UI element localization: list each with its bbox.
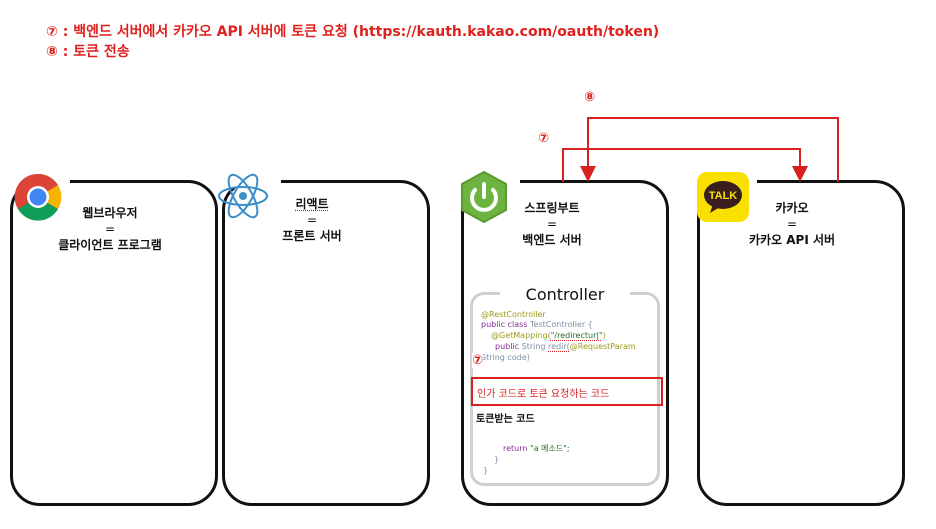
- code-param-line: String code): [481, 353, 530, 362]
- react-card: [222, 180, 430, 506]
- spring-eq: =: [546, 217, 558, 231]
- kakao-title: 카카오: [775, 201, 809, 215]
- token-request-text: 인가 코드로 토큰 요청하는 코드: [477, 389, 610, 400]
- browser-subtitle: 클라이언트 프로그램: [58, 238, 162, 252]
- spring-subtitle: 백엔드 서버: [522, 233, 582, 247]
- step8-marker: ⑧: [584, 90, 596, 105]
- kakao-subtitle: 카카오 API 서버: [748, 233, 836, 247]
- kakao-talk-icon: TALK: [697, 172, 749, 226]
- token-receive-text: 토큰받는 코드: [476, 414, 535, 425]
- browser-title: 웹브라우저: [82, 206, 138, 220]
- chrome-icon: [13, 172, 63, 226]
- svg-text:TALK: TALK: [709, 190, 738, 202]
- react-label: 리액트 = 프론트 서버: [242, 196, 382, 244]
- spring-power-icon: [457, 170, 511, 228]
- kakao-eq: =: [786, 217, 798, 231]
- code-mapping-line: @GetMapping("/redirectur|"): [491, 331, 606, 340]
- browser-card: [10, 180, 218, 506]
- code-close-1: }: [494, 455, 500, 464]
- arrow-step-8: [580, 117, 839, 182]
- kakao-label: 카카오 = 카카오 API 서버: [722, 200, 862, 248]
- react-eq: =: [306, 213, 318, 227]
- step7-marker: ⑦: [538, 131, 550, 146]
- controller-title: Controller: [525, 285, 605, 304]
- browser-label: 웹브라우저 = 클라이언트 프로그램: [40, 205, 180, 253]
- react-subtitle: 프론트 서버: [282, 229, 342, 243]
- arrow-step-7: [562, 148, 808, 182]
- token-request-highlight: [471, 377, 663, 406]
- react-icon: [214, 170, 272, 226]
- legend-step-8: ⑧ : 토큰 전송: [46, 44, 130, 60]
- spring-title: 스프링부트: [524, 201, 580, 215]
- code-close-2: }: [483, 466, 489, 475]
- legend: ⑦ : 백엔드 서버에서 카카오 API 서버에 토큰 요청 (https://…: [46, 22, 659, 62]
- spring-label: 스프링부트 = 백엔드 서버: [482, 200, 622, 248]
- code-method-line: public String redir(@RequestParam: [495, 342, 636, 351]
- legend-step-7: ⑦ : 백엔드 서버에서 카카오 API 서버에 토큰 요청 (https://…: [46, 24, 660, 40]
- react-title: 리액트: [295, 197, 329, 211]
- code-annotation: @RestController: [481, 310, 546, 319]
- step7-inner-marker: ⑦: [472, 353, 484, 368]
- code-return-line: return "a 메소드";: [503, 444, 570, 453]
- kakao-card: [697, 180, 905, 506]
- browser-eq: =: [104, 222, 116, 236]
- code-class-line: public class TestController {: [481, 320, 593, 329]
